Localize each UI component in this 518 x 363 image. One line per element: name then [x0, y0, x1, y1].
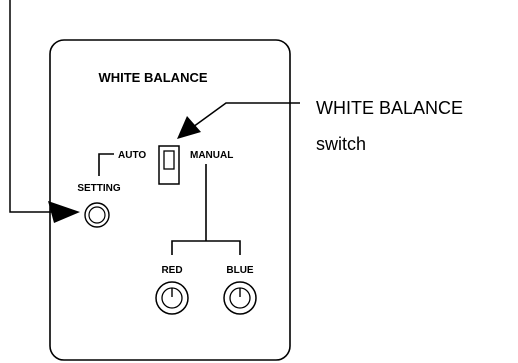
blue-label: BLUE	[226, 265, 254, 276]
red-knob[interactable]	[155, 281, 189, 315]
panel-title: WHITE BALANCE	[98, 70, 207, 85]
switch-lever	[163, 150, 175, 170]
setting-pointer-arrowhead	[48, 201, 80, 223]
setting-button[interactable]	[84, 202, 110, 228]
auto-label: AUTO	[118, 150, 146, 161]
red-label: RED	[161, 265, 182, 276]
manual-tree-branches	[171, 240, 241, 255]
manual-label: MANUAL	[190, 150, 233, 161]
setting-button-inner-ring	[88, 206, 106, 224]
switch-callout-arrowhead	[177, 116, 201, 139]
switch-callout-label-line1: WHITE BALANCE	[316, 98, 463, 118]
control-panel	[49, 39, 291, 361]
setting-pointer-line	[9, 0, 58, 213]
blue-knob[interactable]	[223, 281, 257, 315]
white-balance-switch[interactable]	[158, 145, 180, 185]
switch-callout-line	[192, 102, 300, 128]
setting-label: SETTING	[77, 183, 121, 194]
switch-callout-label-line2: switch	[316, 134, 366, 154]
auto-bracket-line	[98, 153, 114, 176]
